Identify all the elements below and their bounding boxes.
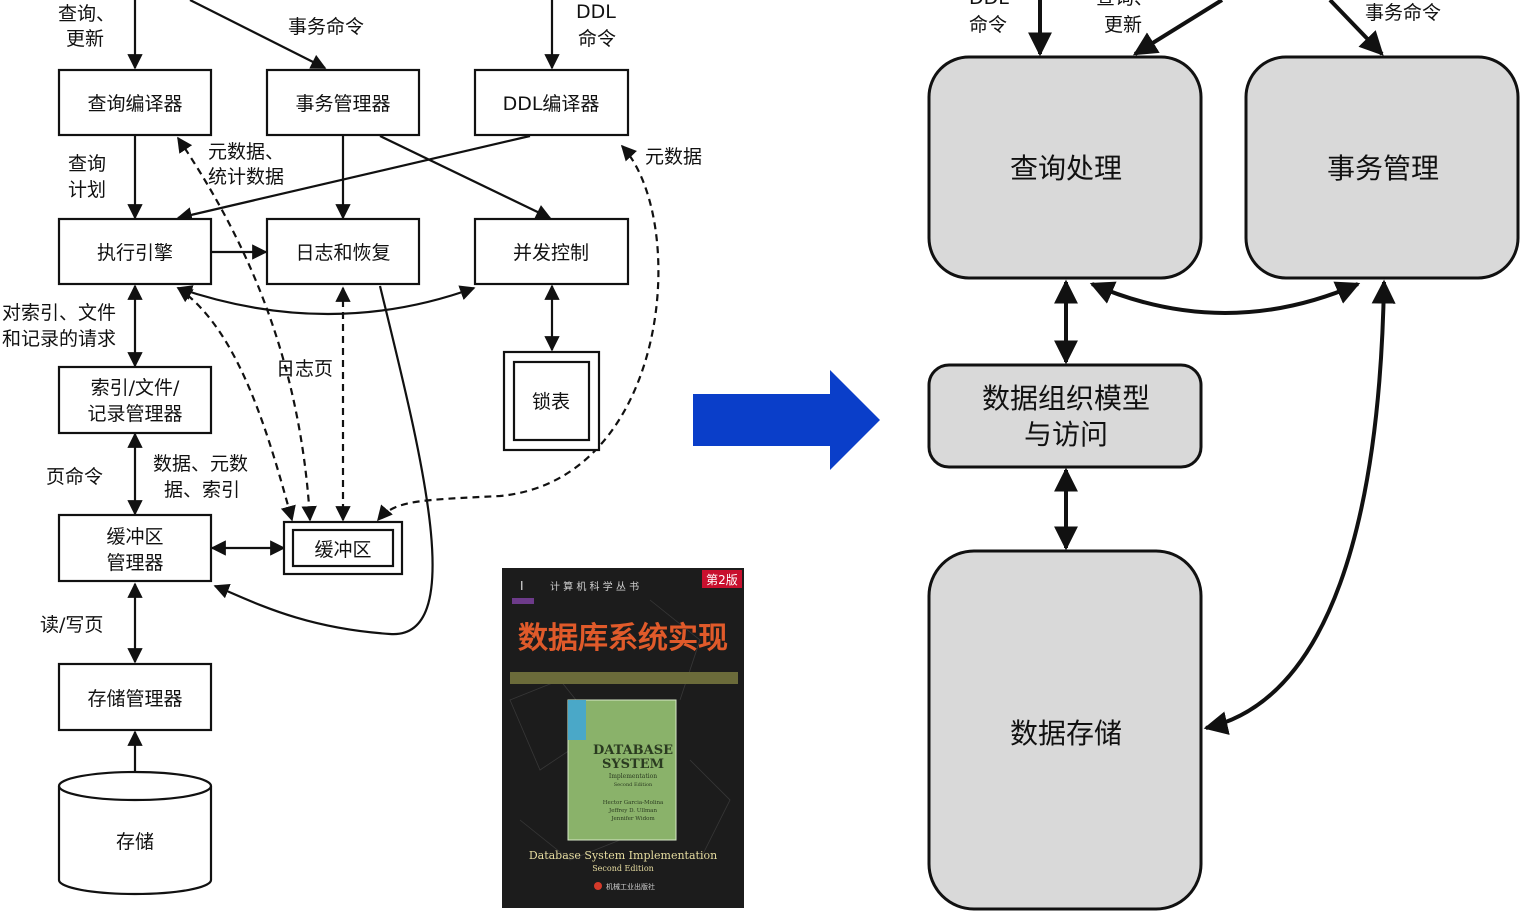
right-input-txn-cmd: 事务命令 — [1365, 2, 1441, 24]
concurrency-label: 并发控制 — [513, 242, 589, 264]
storage-mgr-box — [57, 662, 213, 732]
txn-management-label: 事务管理 — [1327, 152, 1439, 185]
book-edition-badge — [702, 570, 742, 588]
metadata-label: 元数据 — [645, 146, 702, 168]
request-line2: 和记录的请求 — [2, 328, 116, 350]
right-arrow-query-update — [1132, 0, 1224, 56]
arrow-txn-to-concurrency — [379, 135, 552, 219]
input-ddl-line2: 命令 — [578, 28, 616, 50]
ddl-compiler-box — [473, 68, 630, 137]
txn-management-box — [1244, 55, 1520, 280]
book-logo: I — [520, 579, 524, 593]
index-file-record-mgr-box — [57, 365, 213, 435]
log-recovery-box — [265, 217, 421, 286]
book-publisher: 机械工业出版社 — [606, 882, 655, 891]
book-series: 计 算 机 科 学 丛 书 — [550, 580, 639, 593]
book-inner-author-2: Jeffrey D. Ullman — [608, 808, 657, 814]
input-query-update-line1: 查询、 — [58, 3, 115, 25]
query-plan-line2: 计划 — [68, 179, 106, 201]
exec-engine-label: 执行引擎 — [97, 242, 173, 264]
data-org-access-label-line1: 数据组织模型 — [982, 382, 1150, 415]
request-line1: 对索引、文件 — [2, 302, 116, 324]
buffers-label: 缓冲区 — [314, 539, 371, 561]
data-meta-index-line2: 据、索引 — [164, 479, 240, 501]
book-inner-author-3: Jennifer Widom — [610, 816, 655, 822]
right-input-ddl-line1: DDL — [969, 0, 1009, 9]
book-inner-sub-1: Implementation — [609, 773, 657, 780]
data-org-access-box — [927, 363, 1203, 469]
concurrency-box — [473, 217, 630, 286]
right-input-query-update-line2: 更新 — [1104, 14, 1142, 36]
index-mgr-label-line1: 索引/文件/ — [91, 377, 180, 399]
log-recovery-label: 日志和恢复 — [295, 242, 390, 264]
left-architecture-diagram: 查询、 更新 事务命令 DDL 命令 — [2, 0, 702, 896]
book-inner-title-2: SYSTEM — [602, 757, 664, 772]
book-title-en: Database System Implementation — [529, 849, 717, 862]
right-architecture-diagram: DDL 命令 查询、 更新 事务命令 查询处理 事务管理 数据组织模型 与访问 — [927, 0, 1520, 911]
data-meta-index-line1: 数据、元数 — [153, 453, 248, 475]
arrow-exec-concurrency — [176, 285, 476, 316]
page-cmds-label: 页命令 — [46, 466, 103, 488]
right-arrow-txn-storage — [1203, 279, 1396, 735]
right-arrow-txn-cmd — [1328, 0, 1384, 56]
txn-manager-label: 事务管理器 — [295, 93, 390, 115]
arrow-txn-cmd-to-txn-manager — [189, 0, 327, 69]
query-processing-box — [927, 55, 1203, 280]
right-input-query-update-line1: 查询、 — [1096, 0, 1153, 9]
dashed-exec-buffers — [176, 287, 296, 522]
input-query-update-line2: 更新 — [66, 28, 104, 50]
book-edition-badge-label: 第2版 — [706, 573, 738, 587]
storage-cylinder-rim — [57, 785, 213, 802]
metadata-stats-line2: 统计数据 — [208, 166, 284, 188]
ddl-compiler-label: DDL编译器 — [503, 93, 600, 115]
index-mgr-label-line2: 记录管理器 — [87, 403, 182, 425]
buffer-mgr-box — [57, 513, 213, 583]
storage-cylinder — [57, 770, 213, 896]
read-write-pages-label: 读/写页 — [40, 614, 103, 636]
query-processing-label: 查询处理 — [1010, 152, 1122, 185]
buffer-mgr-label-line2: 管理器 — [106, 552, 163, 574]
right-arrow-query-txn — [1089, 281, 1361, 315]
data-storage-box — [927, 549, 1203, 911]
input-ddl-line1: DDL — [576, 1, 616, 23]
data-storage-label: 数据存储 — [1010, 717, 1122, 750]
storage-mgr-label: 存储管理器 — [87, 688, 182, 710]
buffers-inner — [291, 528, 395, 568]
query-compiler-label: 查询编译器 — [87, 93, 182, 115]
dashed-metadata-ddl — [377, 144, 660, 522]
lock-table-inner — [512, 360, 591, 442]
book-inner-accent — [568, 700, 586, 740]
storage-label: 存储 — [116, 831, 154, 853]
book-edition-en: Second Edition — [592, 864, 654, 873]
buffer-mgr-label-line1: 缓冲区 — [106, 526, 163, 548]
transition-arrow-icon — [693, 370, 880, 470]
book-inner-title-1: DATABASE — [593, 743, 673, 758]
book-inner-sub-2: Second Edition — [614, 782, 653, 788]
lock-table-label: 锁表 — [532, 391, 570, 413]
right-input-ddl-line2: 命令 — [969, 14, 1007, 36]
book-inner-author-1: Hector Garcia-Molina — [603, 800, 664, 806]
query-plan-line1: 查询 — [68, 153, 106, 175]
input-txn-cmd: 事务命令 — [288, 16, 364, 38]
book-title-cn: 数据库系统实现 — [518, 621, 728, 656]
log-pages-label: 日志页 — [276, 358, 333, 380]
data-org-access-label-line2: 与访问 — [1024, 418, 1108, 451]
book-cover: I 计 算 机 科 学 丛 书 第2版 数据库系统实现 DATABASE SYS… — [502, 568, 744, 908]
book-publisher-logo — [594, 882, 602, 890]
query-compiler-box — [57, 68, 213, 137]
metadata-stats-line1: 元数据、 — [208, 141, 284, 163]
book-publisher-bar — [512, 598, 534, 604]
book-author-strip — [510, 672, 738, 684]
exec-engine-box — [57, 217, 213, 286]
txn-manager-box — [265, 68, 421, 137]
